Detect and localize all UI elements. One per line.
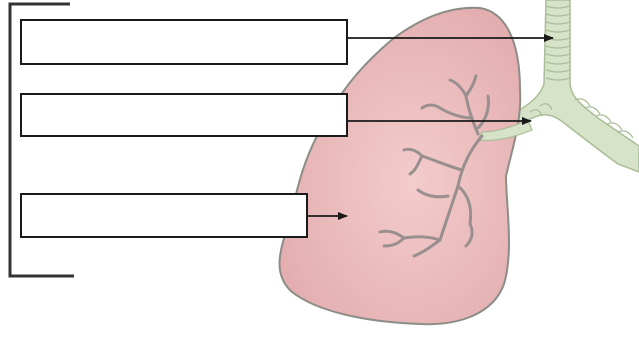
label-box-2[interactable] [20, 93, 348, 137]
label-box-1[interactable] [20, 19, 348, 65]
label-box-3[interactable] [20, 193, 308, 238]
trachea [516, 0, 639, 172]
